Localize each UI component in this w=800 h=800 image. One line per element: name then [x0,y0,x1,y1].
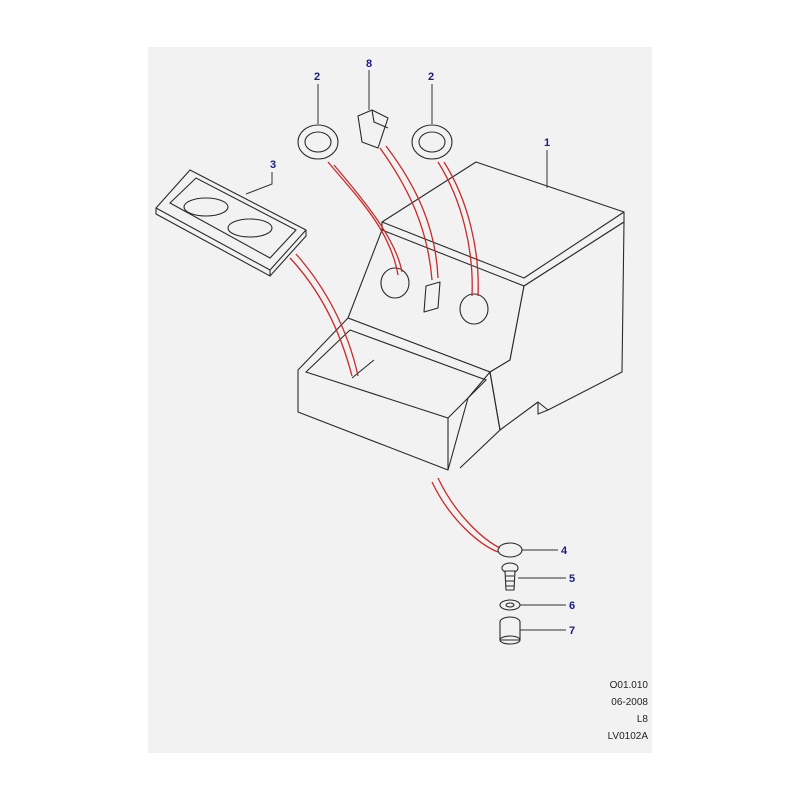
callout-2-left: 2 [314,71,320,83]
callout-leaders [245,70,566,631]
reference-date: 06-2008 [611,697,648,708]
grommet-right [411,124,453,160]
reference-drawing: LV0102A [607,731,648,742]
callout-2-right: 2 [428,71,434,83]
fixing-cap [497,542,523,558]
callout-8: 8 [366,58,372,70]
callout-6: 6 [569,600,575,612]
reference-code: O01.010 [609,680,648,691]
cup-holder-insert [155,169,307,277]
reference-model: L8 [636,714,648,725]
callout-4: 4 [561,545,568,557]
assembly-lines [289,145,501,553]
callout-1: 1 [544,137,550,149]
fixing-washer [499,599,521,611]
callout-3: 3 [270,159,276,171]
fixing-screw [501,562,519,591]
console-body [297,161,625,471]
grommet-left [297,124,339,160]
callout-5: 5 [569,573,575,585]
callout-7: 7 [569,625,575,637]
fixing-nut [499,616,521,645]
switch-blank [357,109,389,149]
